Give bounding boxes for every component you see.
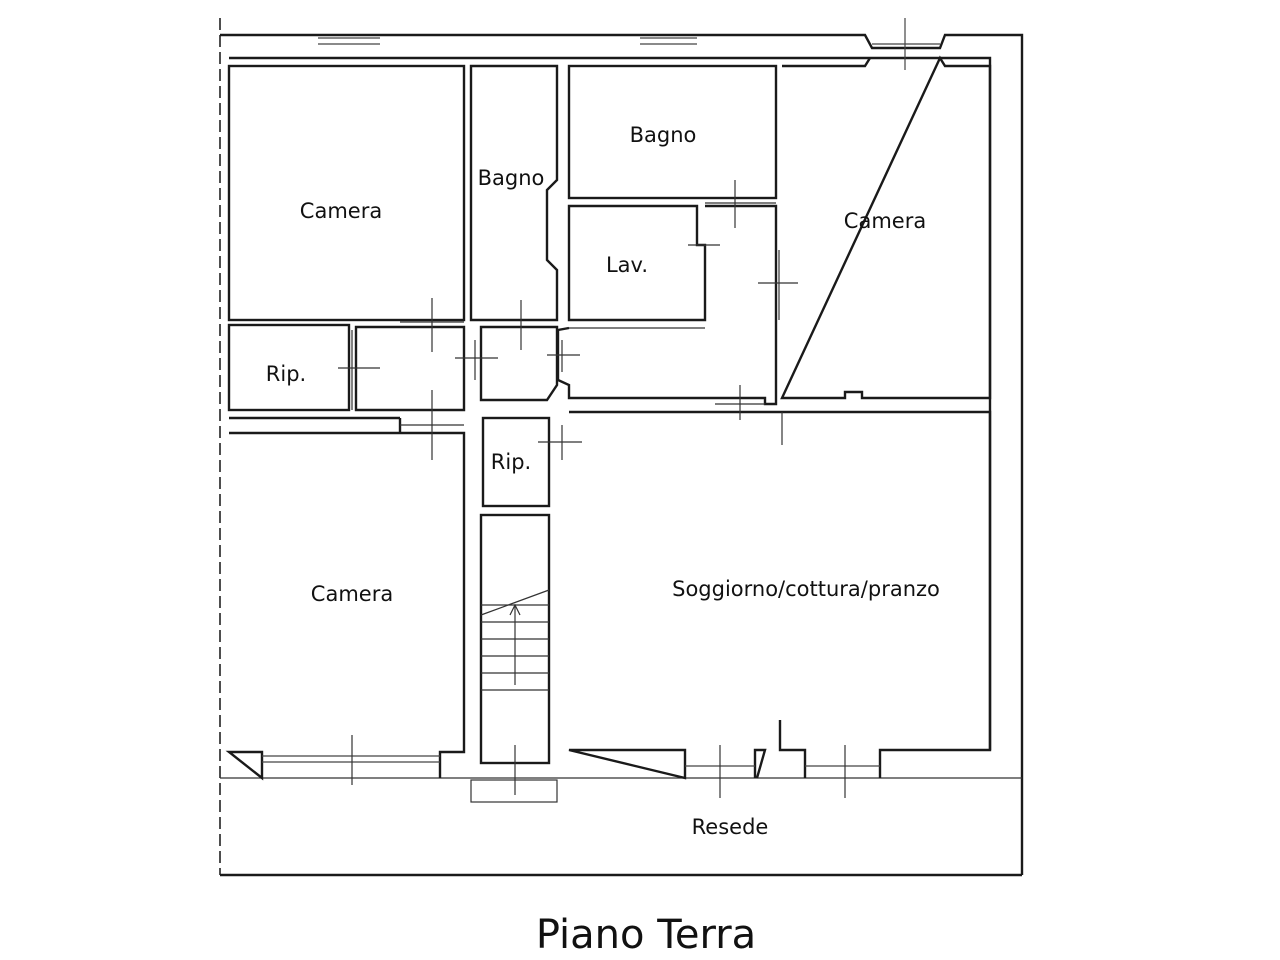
top-windows [318, 18, 940, 70]
staircase [470, 513, 558, 803]
room-soggiorno [568, 410, 992, 780]
label-resede: Resede [692, 815, 769, 839]
plan-title: Piano Terra [536, 912, 756, 958]
label-soggiorno: Soggiorno/cottura/pranzo [672, 577, 940, 601]
label-bagno-left: Bagno [478, 166, 545, 190]
label-ripostiglio-center: Rip. [491, 450, 531, 474]
room-disimpegno [556, 204, 778, 406]
door-markers [338, 180, 846, 798]
label-lavanderia: Lav. [606, 253, 648, 277]
room-hall-center [479, 325, 559, 402]
label-ripostiglio-left: Rip. [266, 362, 306, 386]
room-ripostiglio-center [481, 416, 551, 508]
room-bagno-left [469, 64, 559, 322]
room-camera-bottom-left [225, 431, 466, 781]
label-camera-bottom-left: Camera [311, 582, 393, 606]
outer-walls [220, 33, 1024, 877]
label-bagno-right: Bagno [630, 123, 697, 147]
room-camera-top-right [780, 55, 992, 400]
room-camera-top-left [227, 64, 466, 322]
room-hall-left [354, 325, 466, 412]
label-camera-top-right: Camera [844, 209, 926, 233]
room-bagno-right [567, 64, 778, 200]
label-camera-top-left: Camera [300, 199, 382, 223]
